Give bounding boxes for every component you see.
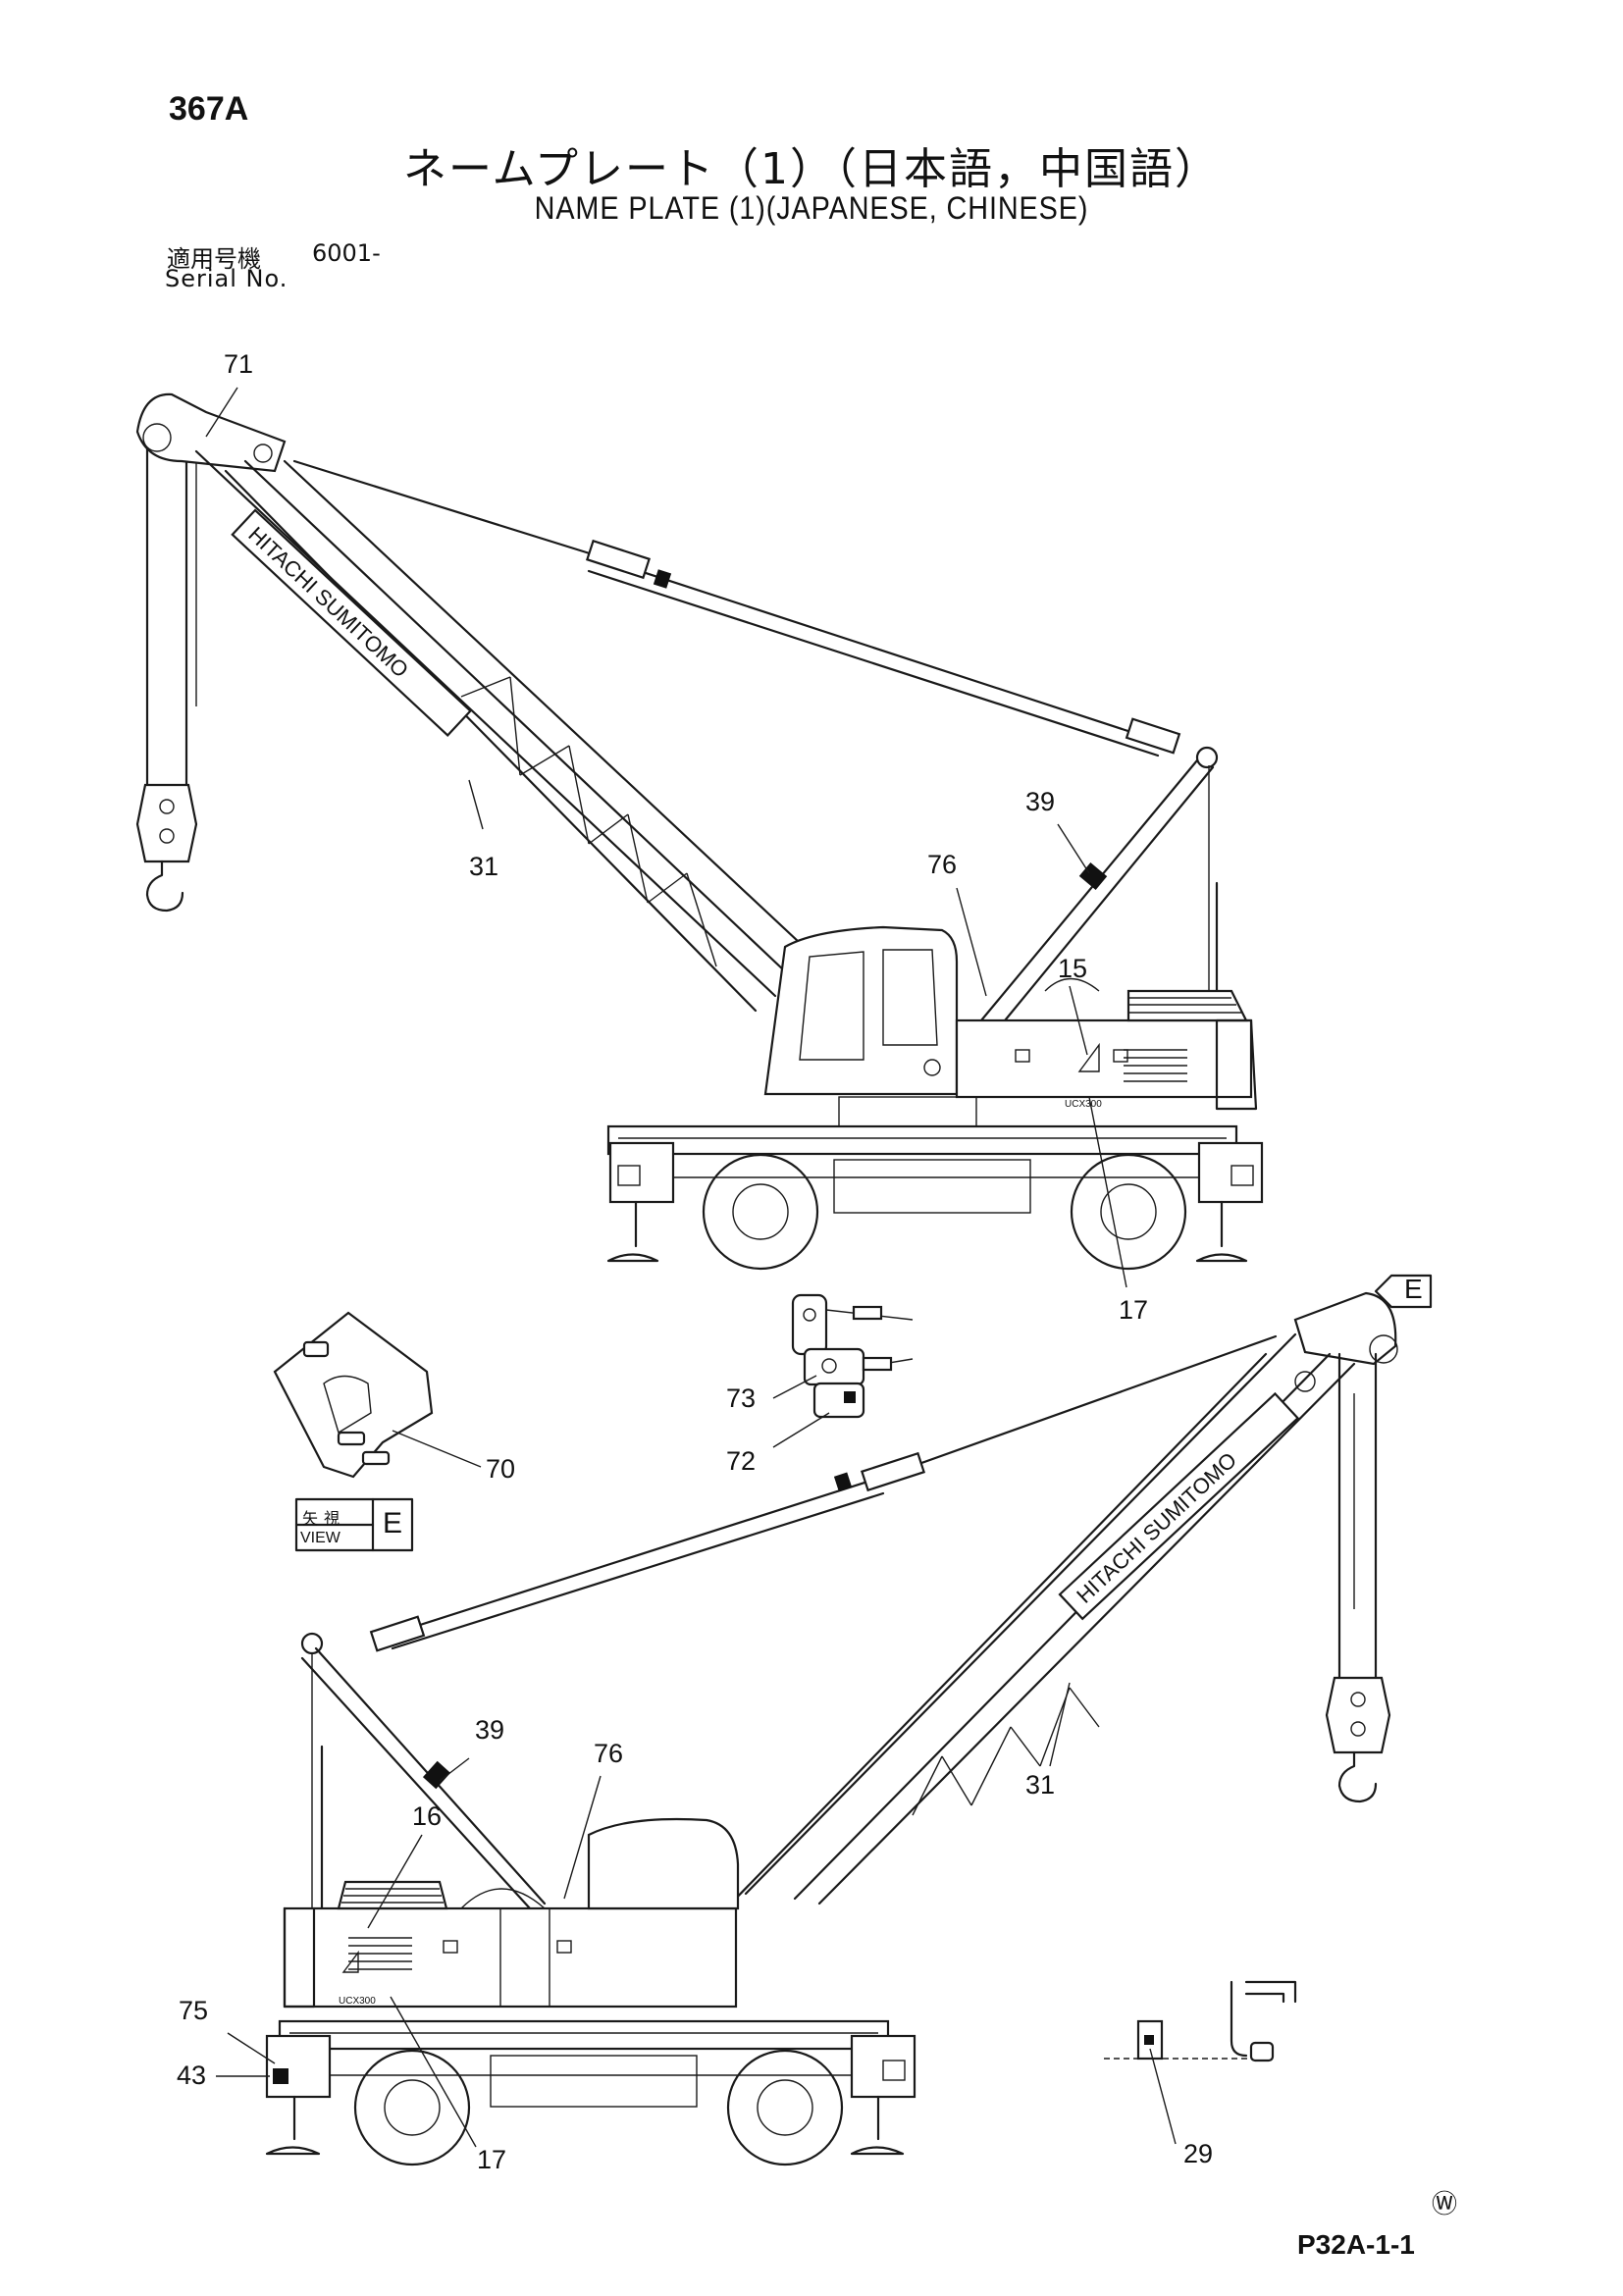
machinery-house-bottom <box>283 1906 738 2009</box>
model-text-top: UCX300 <box>1065 1099 1102 1110</box>
callout-31-top: 31 <box>469 852 499 881</box>
hook-top <box>145 860 184 913</box>
callout-76-top: 76 <box>927 850 958 879</box>
view-box-letter: E <box>383 1507 403 1539</box>
crane-top: HITACHI SUMITOMO <box>135 392 1264 1271</box>
view-box-label-japanese: 矢視 <box>302 1509 346 1528</box>
hook-block-bottom <box>1325 1676 1391 1754</box>
detail-view-e <box>273 1311 434 1479</box>
wheel-rear-bottom <box>726 2049 844 2166</box>
callout-72: 72 <box>726 1446 757 1476</box>
callout-39-top: 39 <box>1025 787 1056 816</box>
serial-value: 6001- <box>312 239 381 267</box>
boom-head-top <box>135 392 287 473</box>
view-arrow-letter: E <box>1404 1274 1423 1304</box>
footer-code: P32A-1-1 <box>1297 2229 1415 2260</box>
callout-76-bottom: 76 <box>594 1739 624 1768</box>
machinery-house-top <box>955 1018 1253 1099</box>
serial-label-english: Serial No. <box>165 265 288 292</box>
carrier-frame-top <box>606 1124 1238 1156</box>
carrier-frame-bottom <box>278 2019 890 2051</box>
callout-39-bottom: 39 <box>475 1715 505 1745</box>
wheel-front-bottom <box>353 2049 471 2166</box>
view-box-label-english: VIEW <box>300 1530 340 1546</box>
callout-71: 71 <box>224 349 254 379</box>
callout-16: 16 <box>412 1801 443 1831</box>
callout-29: 29 <box>1183 2139 1214 2168</box>
callout-31-bottom: 31 <box>1025 1770 1056 1800</box>
w-mark: Ⓦ <box>1432 2190 1458 2219</box>
view-e-arrow <box>1374 1274 1433 1309</box>
boom-text-top: HITACHI SUMITOMO <box>243 522 413 683</box>
callout-15: 15 <box>1058 954 1088 983</box>
callout-73: 73 <box>726 1383 757 1413</box>
detail-29 <box>1104 1980 1297 2062</box>
cab-bottom <box>587 1817 740 1910</box>
boom-name-panel-bottom <box>1058 1391 1300 1621</box>
callout-43: 43 <box>177 2061 207 2090</box>
callout-75: 75 <box>179 1996 209 2025</box>
page-number: 367A <box>169 90 249 128</box>
title-japanese: ネームプレート（1）（日本語，中国語） <box>402 144 1221 194</box>
cab-top <box>763 925 959 1096</box>
callout-17-bottom: 17 <box>477 2145 507 2174</box>
wheel-front-top <box>702 1153 819 1271</box>
model-text-bottom: UCX300 <box>339 1996 376 2007</box>
callout-17-top: 17 <box>1119 1295 1149 1325</box>
detail-rope-socket <box>791 1293 914 1419</box>
hook-block-top <box>135 783 198 863</box>
callout-70: 70 <box>486 1454 516 1484</box>
boom-head-bottom <box>1293 1291 1397 1366</box>
wheel-rear-top <box>1070 1153 1187 1271</box>
serial-label-japanese: 適用号機 <box>167 245 261 273</box>
crane-bottom: HITACHI SUMITOMO <box>265 1274 1433 2166</box>
title-english: NAME PLATE (1)(JAPANESE, CHINESE) <box>534 190 1089 226</box>
hook-bottom <box>1337 1750 1378 1803</box>
boom-name-panel-top <box>231 508 472 738</box>
callout-leaders <box>205 387 1177 2148</box>
